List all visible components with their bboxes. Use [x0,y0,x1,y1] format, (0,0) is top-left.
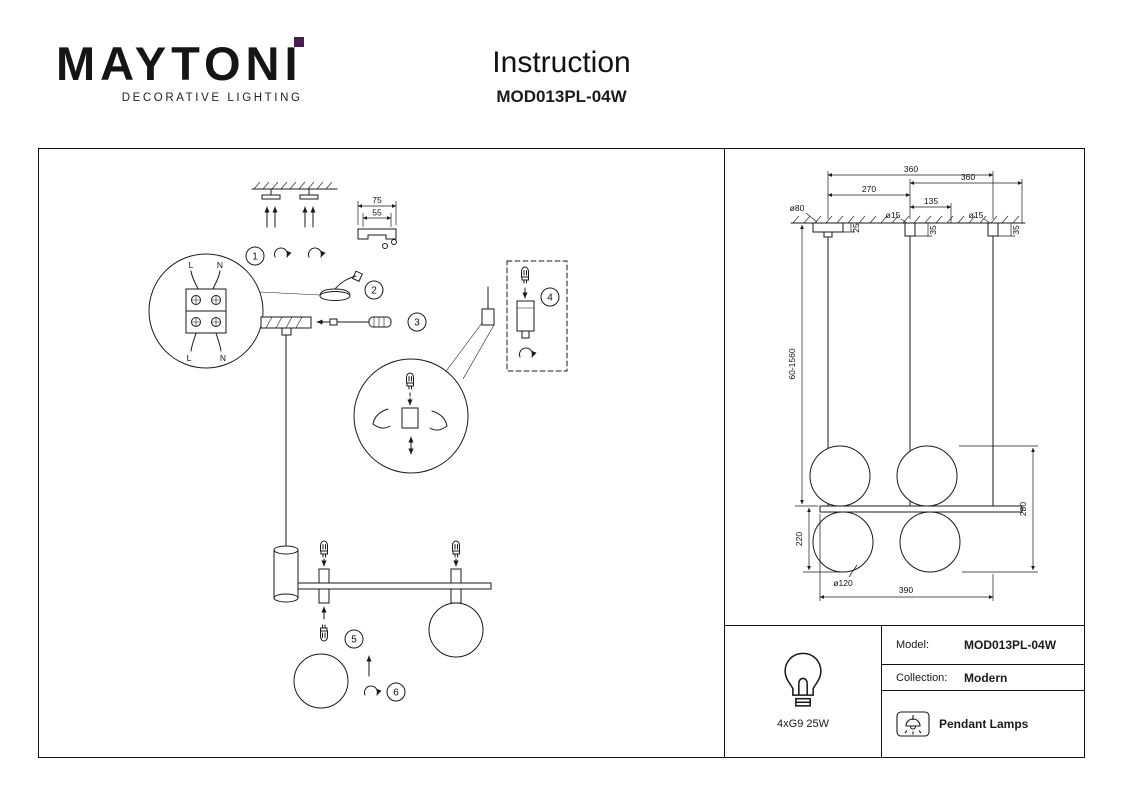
step-2: 2 [364,280,384,300]
page-title: Instruction [492,46,631,79]
dimension-diagram: 360 360 270 135 ø80 ø15 ø15 25 35 35 60-… [787,164,1038,601]
instruction-frame: 1 75 55 [38,148,1085,758]
canopy-install [260,316,392,336]
title-block: Instruction MOD013PL-04W [0,46,1123,107]
ceiling-hatch [251,181,338,190]
rotate-arrow-icon [309,248,322,257]
step-5-number: 5 [351,635,357,646]
rotate-arrow-icon [275,248,288,257]
lamp-spec-cell: 4xG9 25W [725,626,882,757]
assembly-panel: 1 75 55 [39,149,724,757]
model-value: MOD013PL-04W [964,638,1057,652]
wiring-detail: L N L N [148,253,321,369]
g9-bulb-icon [320,540,328,558]
brand-name: MAYTONI [56,37,303,90]
dim-globe-diameter: ø120 [833,578,853,588]
bulb-detail-box [506,260,568,372]
model-label: Model: [896,639,930,651]
product-info: Model: MOD013PL-04W Collection: Modern [882,626,1085,757]
socket-leader [443,286,495,380]
step-1: 1 [245,246,322,266]
brand-logo: MAYTONI DECORATIVE LIGHTING [56,37,304,104]
brand-dot-icon [293,37,304,47]
wire-label-L-bottom: L [187,353,192,363]
collection-row: Collection: Modern [882,665,1085,691]
dim-390: 390 [899,585,913,595]
dim-35-b: 35 [1011,225,1021,235]
screwdriver-icon [368,316,392,328]
mounting-brackets [261,188,319,228]
wire-label-N-bottom: N [220,353,226,363]
dim-270: 270 [862,184,876,194]
step-4-number: 4 [547,293,553,304]
category-value: Pendant Lamps [939,717,1029,731]
hand-right [429,410,448,431]
spec-strip: 4xG9 25W Model: MOD013PL-04W Collection:… [725,625,1085,757]
collection-label: Collection: [896,671,948,684]
step-2-number: 2 [371,286,377,297]
hand-left [372,408,391,429]
g9-bulb-icon [320,624,328,642]
step-6: 6 [365,682,406,702]
pendant-assembly [273,334,492,658]
pendant-lamp-icon [896,711,930,737]
glass-globe [812,511,874,573]
glass-globe [896,445,958,507]
glass-globe [428,602,484,658]
page-model: MOD013PL-04W [496,87,627,106]
bracket-detail: 75 55 [357,195,397,249]
step-3: 3 [407,312,427,332]
wire-label-N-top: N [217,260,223,270]
rotate-arrow-icon [520,348,533,357]
bulb-icon [784,652,822,707]
bulb-install-detail [353,358,469,474]
lamp-spec-text: 4xG9 25W [777,718,829,730]
dim-rod-diameter-b: ø15 [969,210,984,220]
dim-25: 25 [851,223,861,233]
dim-220: 220 [794,532,804,546]
collection-value: Modern [964,670,1008,685]
g9-bulb-icon [521,266,529,284]
step-5: 5 [344,629,364,649]
dim-360-b: 360 [961,172,975,182]
step-1-number: 1 [252,252,258,263]
rotate-arrow-icon [365,686,378,695]
ceiling-hatch [790,215,1026,224]
dim-280: 280 [1018,502,1028,516]
dim-75: 75 [372,195,382,205]
dim-135: 135 [924,196,938,206]
glass-globe [293,653,349,709]
brand-tagline: DECORATIVE LIGHTING [121,92,303,104]
dimensions-panel: 360 360 270 135 ø80 ø15 ø15 25 35 35 60-… [724,149,1085,757]
dim-55: 55 [372,208,382,218]
wire-label-L-top: L [189,260,194,270]
dim-rod-diameter-a: ø15 [886,210,901,220]
step-3-number: 3 [414,318,420,329]
dim-canopy-diameter: ø80 [790,203,805,213]
canopy-and-rods [812,222,999,238]
dim-height-range: 60-1560 [787,348,797,379]
step-6-number: 6 [393,688,399,699]
canopy-wiring [319,270,363,301]
glass-globe [809,445,871,507]
lamp-body [809,445,1023,573]
dim-360-a: 360 [904,164,918,174]
step-4: 4 [540,287,560,307]
dimension-drawing-area: 360 360 270 135 ø80 ø15 ø15 25 35 35 60-… [725,149,1085,625]
shade-attach [293,653,372,709]
category-row: Pendant Lamps [882,691,1085,757]
glass-globe [899,511,961,573]
dim-35-a: 35 [928,225,938,235]
dimension-lines [795,171,1038,601]
model-row: Model: MOD013PL-04W [882,626,1085,665]
assembly-diagram: 1 75 55 [148,181,568,709]
g9-bulb-icon [452,540,460,558]
